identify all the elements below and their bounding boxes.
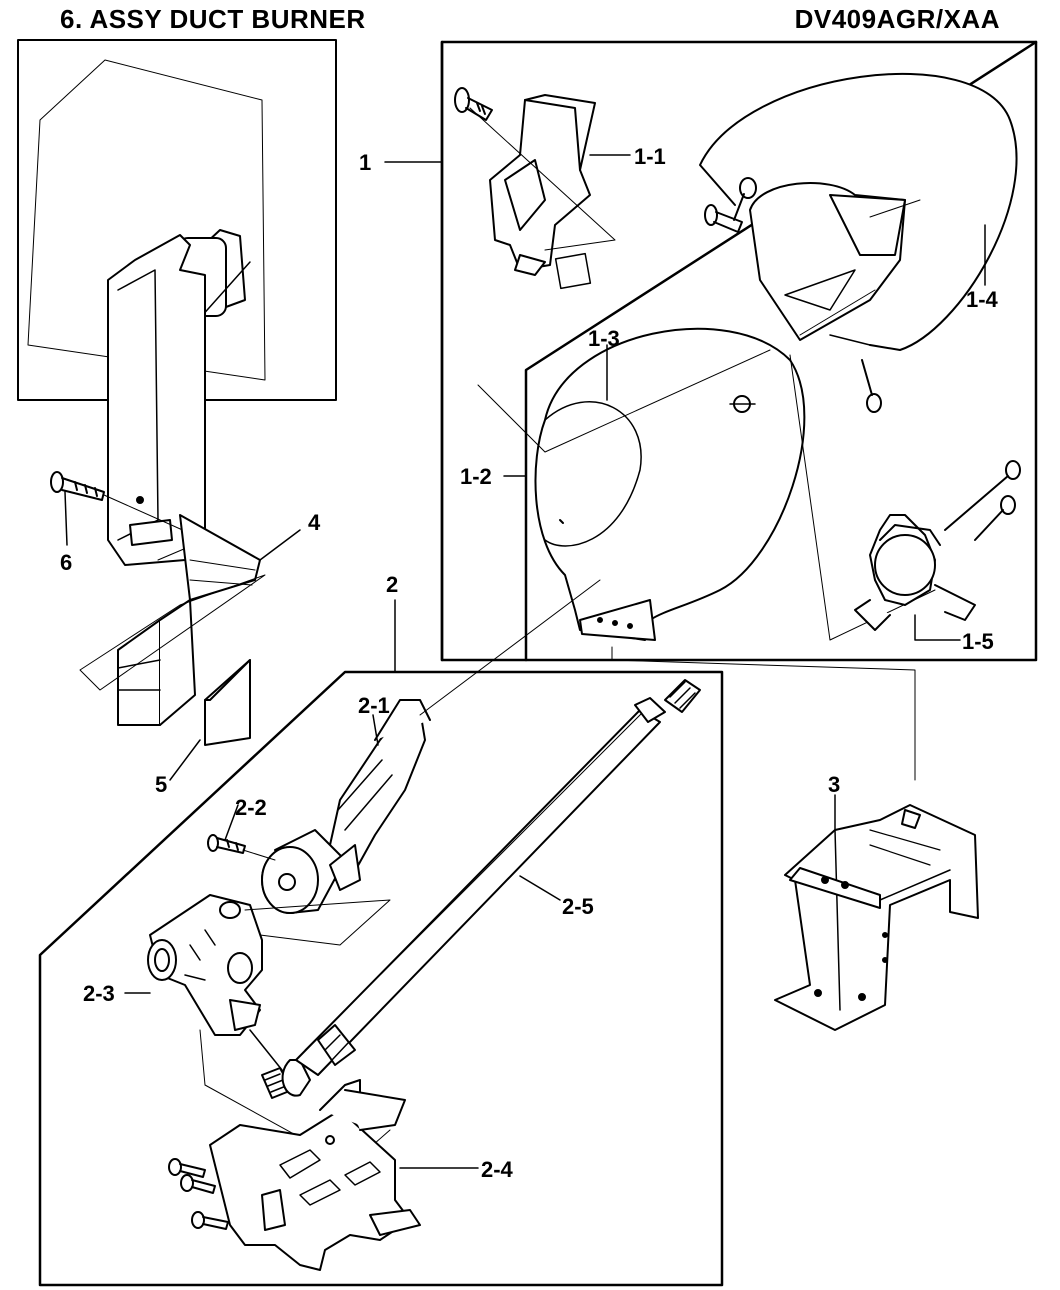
model-number: DV409AGR/XAA [794,4,1000,34]
callout-labels: 1 1-1 1-2 1-3 1-4 1-5 2 2-1 2-2 2-3 2-4 … [60,144,999,1182]
callout-2-4: 2-4 [481,1157,514,1182]
callout-3: 3 [828,772,840,797]
assembly-2-frame [38,599,916,1287]
part-2-5-gas-pipe [295,679,701,1076]
part-3-bracket [774,794,979,1031]
callout-2: 2 [386,572,398,597]
part-1-4-outer-duct [699,72,1018,413]
callout-1-5: 1-5 [962,629,994,654]
callout-2-1: 2-1 [358,693,390,718]
callout-2-3: 2-3 [83,981,115,1006]
callout-2-5: 2-5 [562,894,594,919]
callout-1-1: 1-1 [634,144,666,169]
callout-1: 1 [359,150,371,175]
part-2-3-gas-valve [147,894,391,1166]
page-title: 6. ASSY DUCT BURNER [60,4,366,34]
part-2-4-bracket [168,1079,421,1271]
part-2-2-screw [207,804,276,861]
part-1-2-inner-duct [477,252,936,641]
callout-6: 6 [60,550,72,575]
part-2-1-burner-tube [261,579,601,914]
callout-1-2: 1-2 [460,464,492,489]
part-1-5-sensor [854,460,1021,631]
part-1-1-bracket [454,87,616,276]
part-4-igniter [79,514,301,726]
callout-1-3: 1-3 [588,326,620,351]
callout-5: 5 [155,772,167,797]
part-6-bracket [50,234,206,566]
callout-leaders [124,154,986,1169]
callout-2-2: 2-2 [235,795,267,820]
part-5-pad [169,659,251,781]
callout-1-4: 1-4 [966,287,999,312]
callout-4: 4 [308,510,321,535]
